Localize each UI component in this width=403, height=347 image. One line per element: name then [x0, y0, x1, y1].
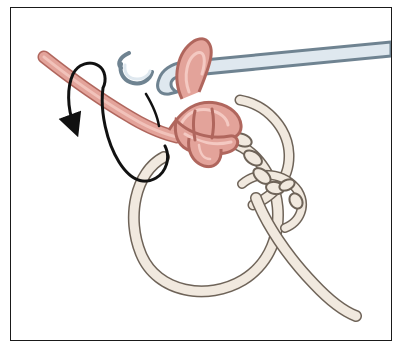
working-yarn: [44, 57, 177, 137]
crochet-illustration: [11, 8, 392, 341]
crochet-hook-icon: [119, 42, 391, 94]
illustration-frame: [10, 7, 392, 341]
